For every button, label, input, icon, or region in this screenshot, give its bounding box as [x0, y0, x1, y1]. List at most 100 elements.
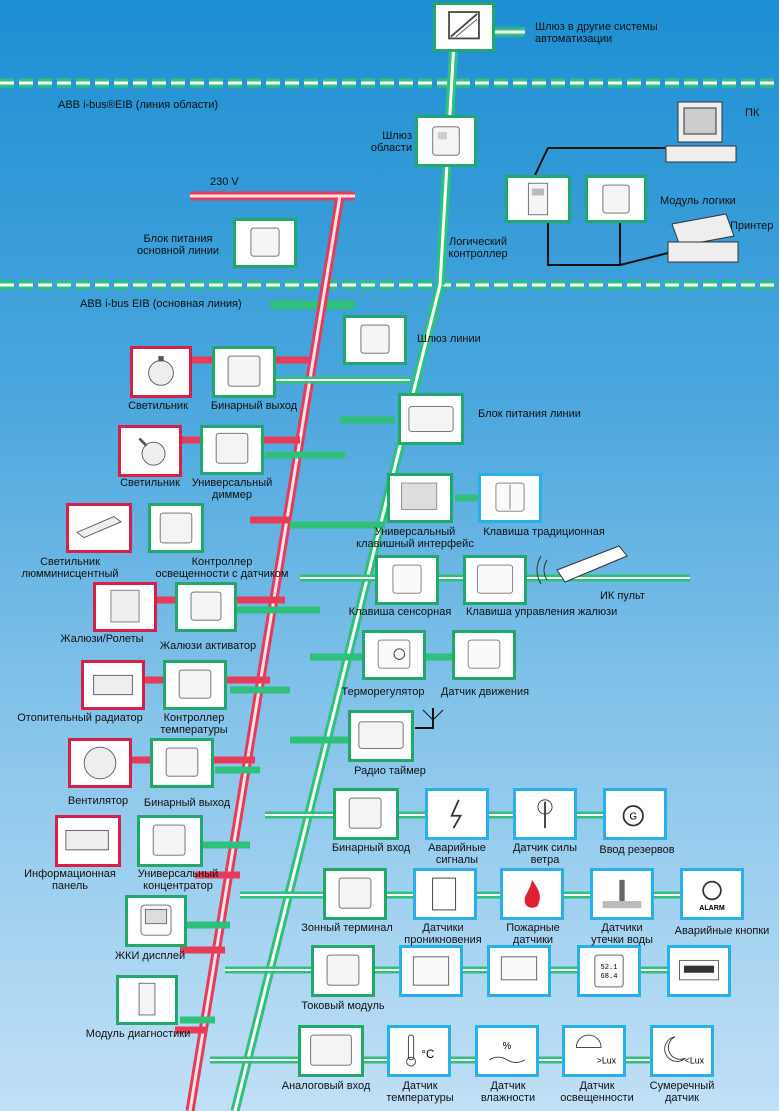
label-radiator: Отопительный радиатор — [17, 712, 143, 724]
label-thermostat: Терморегулятор — [341, 686, 425, 698]
analog-input-box — [298, 1025, 364, 1077]
current-device-1-box — [399, 945, 463, 997]
current-module-box — [311, 945, 375, 997]
universal-interface-box — [387, 473, 453, 523]
label-binary-in: Бинарный вход — [331, 842, 411, 854]
svg-text:52.1: 52.1 — [601, 964, 618, 972]
lamp-1-box — [130, 346, 192, 398]
gateway-other-systems-box — [433, 2, 495, 52]
antenna-icon — [422, 708, 444, 728]
label-line-gateway: Шлюз линии — [417, 333, 481, 345]
motion-sensor-box — [452, 630, 516, 680]
intrusion-sensor-box — [413, 868, 477, 920]
svg-text:>Lux: >Lux — [597, 1055, 617, 1065]
humidity-sensor-box: % — [475, 1025, 539, 1077]
svg-text:°C: °C — [421, 1049, 434, 1061]
line-gateway-box — [343, 315, 407, 365]
label-lcd: ЖКИ дисплей — [114, 950, 186, 962]
pc-icon — [665, 101, 737, 163]
label-radio-timer: Радио таймер — [354, 765, 426, 777]
info-panel-box — [55, 815, 121, 867]
label-lamp-2: Светильник — [120, 477, 180, 489]
svg-text:G: G — [629, 811, 637, 822]
traditional-key-box — [478, 473, 542, 523]
label-fan: Вентилятор — [67, 795, 129, 807]
ir-remote-icon — [536, 545, 628, 585]
line-psu-box — [398, 393, 464, 445]
current-device-2-box — [487, 945, 551, 997]
radiator-box — [81, 660, 145, 710]
sensor-key-box — [375, 555, 439, 605]
label-line-psu: Блок питания линии — [478, 408, 581, 420]
label-blind-key: Клавиша управления жалюзи — [466, 606, 618, 618]
label-reserve-in: Ввод резервов — [599, 844, 675, 856]
label-blinds: Жалюзи/Ролеты — [60, 633, 144, 645]
zone-terminal-box — [323, 868, 387, 920]
svg-text:%: % — [503, 1041, 512, 1052]
twilight-sensor-box: <Lux — [650, 1025, 714, 1077]
temp-controller-box — [163, 660, 227, 710]
label-analog-in: Аналоговый вход — [281, 1080, 371, 1092]
alarm-button-box: ALARM — [680, 868, 744, 920]
lcd-display-box — [125, 895, 187, 947]
logic-controller-box-1 — [505, 175, 571, 223]
universal-concentrator-box — [137, 815, 203, 867]
binary-output-1-box — [212, 346, 276, 398]
svg-text:68.4: 68.4 — [601, 973, 618, 981]
binary-input-box — [333, 788, 399, 840]
label-logic-module: Модуль логики — [660, 195, 736, 207]
thermostat-box — [362, 630, 426, 680]
alarm-signals-box — [425, 788, 489, 840]
label-ir-remote: ИК пульт — [600, 590, 645, 602]
label-diag: Модуль диагностики — [85, 1028, 191, 1040]
reserve-input-box: G — [603, 788, 667, 840]
water-sensor-box — [590, 868, 654, 920]
label-printer: Принтер — [730, 220, 774, 232]
binary-output-2-box — [150, 738, 214, 788]
fire-sensor-box — [500, 868, 564, 920]
temp-sensor-box: °C — [387, 1025, 451, 1077]
blind-key-box — [463, 555, 527, 605]
illumination-sensor-box: >Lux — [562, 1025, 626, 1077]
light-controller-box — [148, 503, 204, 553]
printer-icon — [667, 213, 739, 263]
label-motion: Датчик движения — [440, 686, 530, 698]
label-blind-act: Жалюзи активатор — [159, 640, 257, 652]
label-binary-out-2: Бинарный выход — [143, 797, 231, 809]
diagnostics-module-box — [116, 975, 178, 1025]
wind-sensor-box — [513, 788, 577, 840]
current-device-4-box — [667, 945, 731, 997]
label-pc: ПК — [745, 107, 760, 119]
svg-text:ALARM: ALARM — [699, 905, 725, 912]
radio-timer-box — [348, 710, 414, 762]
area-gateway-box — [415, 115, 477, 167]
label-alarm-btn: Аварийные кнопки — [674, 925, 770, 937]
fan-box — [68, 738, 132, 788]
main-psu-box — [233, 218, 297, 268]
logic-controller-box-2 — [585, 175, 647, 223]
blind-actuator-box — [175, 582, 237, 632]
blinds-box — [93, 582, 157, 632]
fluorescent-lamp-box — [66, 503, 132, 553]
label-current-mod: Токовый модуль — [301, 1000, 385, 1012]
label-power: 230 V — [210, 176, 239, 188]
dimmer-box — [200, 425, 264, 475]
